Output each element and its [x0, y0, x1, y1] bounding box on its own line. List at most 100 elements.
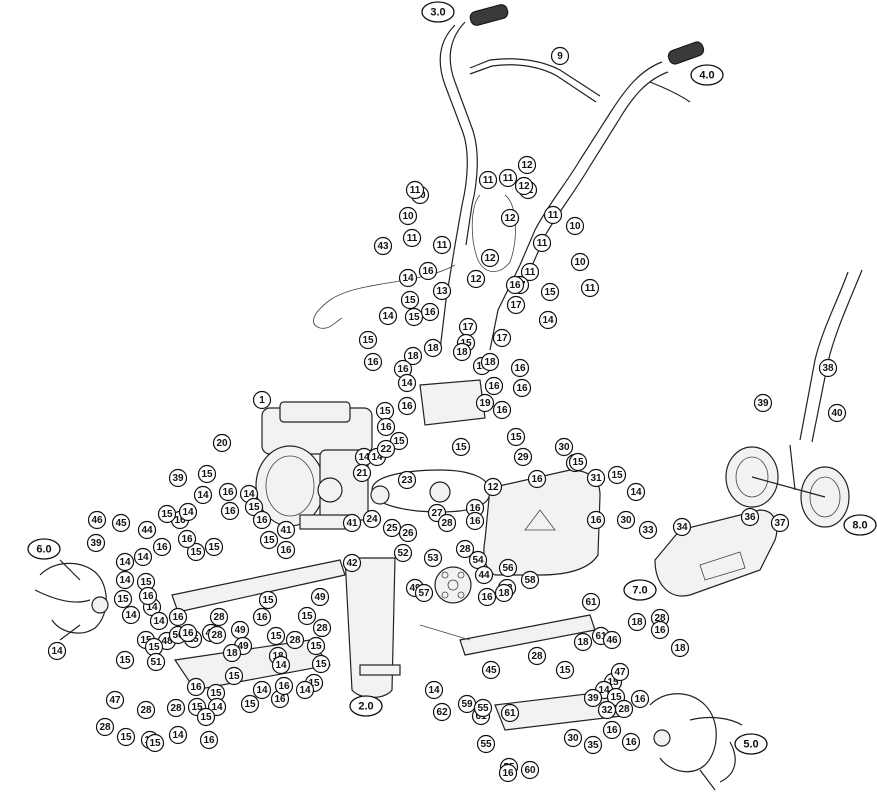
part-callout: 16	[186, 677, 206, 697]
part-callout-number: 39	[90, 538, 102, 549]
part-callout-number: 16	[182, 628, 194, 639]
assembly-label-a80: 8.0	[843, 514, 877, 536]
part-callout: 11	[532, 233, 552, 253]
part-callout-number: 15	[190, 547, 202, 558]
part-callout-number: 18	[498, 588, 510, 599]
part-callout-number: 14	[211, 702, 223, 713]
part-callout: 15	[115, 650, 135, 670]
part-callout: 61	[500, 703, 520, 723]
part-callout-number: 52	[397, 548, 409, 559]
part-callout: 16	[650, 620, 670, 640]
part-callout: 34	[672, 517, 692, 537]
part-callout-number: 14	[51, 646, 63, 657]
part-callout: 15	[224, 666, 244, 686]
part-callout: 26	[398, 523, 418, 543]
assembly-label-text: 3.0	[430, 7, 445, 19]
part-callout: 16	[177, 529, 197, 549]
part-callout-number: 28	[99, 722, 111, 733]
part-callout: 14	[295, 680, 315, 700]
part-callout: 39	[583, 688, 603, 708]
part-callout-number: 11	[407, 233, 418, 244]
part-callout: 28	[95, 717, 115, 737]
part-callout: 16	[602, 720, 622, 740]
part-callout: 17	[506, 295, 526, 315]
part-callout-number: 16	[625, 737, 637, 748]
part-callout-number: 15	[610, 692, 622, 703]
assembly-label-a30: 3.0	[421, 1, 455, 23]
part-callout: 28	[614, 699, 634, 719]
part-callout-number: 16	[481, 592, 493, 603]
part-callout: 16	[498, 763, 518, 783]
part-callout-number: 15	[393, 436, 405, 447]
part-callout-number: 10	[569, 221, 581, 232]
part-callout-number: 27	[431, 508, 443, 519]
part-callout: 57	[414, 583, 434, 603]
part-callout-number: 14	[243, 489, 255, 500]
part-callout-number: 33	[642, 525, 654, 536]
part-callout: 17	[458, 317, 478, 337]
part-callout-number: 28	[170, 703, 182, 714]
part-callout-number: 15	[201, 469, 213, 480]
part-callout-number: 26	[402, 528, 414, 539]
part-callout: 28	[207, 625, 227, 645]
part-callout-number: 11	[537, 238, 548, 249]
part-callout-number: 23	[401, 475, 413, 486]
part-callout-number: 15	[210, 688, 222, 699]
part-callout-number: 14	[598, 685, 610, 696]
part-callout: 44	[137, 520, 157, 540]
part-callout: 46	[87, 510, 107, 530]
part-callout-number: 16	[590, 515, 602, 526]
part-callout-number: 16	[509, 280, 521, 291]
part-callout-number: 13	[436, 286, 448, 297]
part-callout: 16	[505, 275, 525, 295]
part-callout-number: 46	[91, 515, 103, 526]
part-callout-number: 11	[410, 185, 421, 196]
part-callout-number: 12	[470, 274, 482, 285]
assembly-label-a50: 5.0	[734, 733, 768, 755]
part-callout-number: 15	[244, 699, 256, 710]
part-callout-number: 12	[484, 253, 496, 264]
wheel-assembly-art	[654, 269, 863, 597]
part-callout: 49	[310, 587, 330, 607]
part-callout-number: 60	[524, 765, 536, 776]
part-callout: 28	[455, 539, 475, 559]
part-callout-number: 58	[524, 575, 536, 586]
part-callout: 55	[473, 698, 493, 718]
part-callout: 11	[543, 205, 563, 225]
part-callout: 49	[230, 620, 250, 640]
part-callout-number: 14	[542, 315, 554, 326]
part-callout: 15	[297, 606, 317, 626]
part-callout: 16	[276, 540, 296, 560]
part-callout-number: 15	[200, 712, 212, 723]
part-callout-number: 15	[120, 732, 132, 743]
part-callout-number: 16	[280, 545, 292, 556]
part-callout: 45	[111, 513, 131, 533]
part-callout-number: 61	[585, 597, 597, 608]
part-callout-number: 16	[380, 422, 392, 433]
part-callout: 15	[157, 504, 177, 524]
part-callout: 15	[311, 654, 331, 674]
part-callout-number: 18	[427, 343, 439, 354]
part-callout-number: 42	[346, 558, 358, 569]
part-callout: 14	[47, 641, 67, 661]
part-callout: 14	[178, 502, 198, 522]
part-callout-number: 57	[418, 588, 430, 599]
part-callout: 41	[276, 520, 296, 540]
part-callout-number: 15	[148, 642, 160, 653]
part-callout: 15	[240, 694, 260, 714]
part-callout-number: 30	[620, 515, 632, 526]
part-callout: 15	[540, 282, 560, 302]
part-callout-number: 53	[427, 553, 439, 564]
part-callout: 17	[492, 328, 512, 348]
part-callout-number: 14	[256, 685, 268, 696]
part-callout-number: 18	[577, 637, 589, 648]
part-callout: 16	[363, 352, 383, 372]
part-callout-number: 15	[161, 509, 173, 520]
assembly-label-text: 5.0	[743, 739, 758, 751]
part-callout-number: 9	[557, 51, 563, 62]
part-callout-number: 15	[228, 671, 240, 682]
assembly-label-a60: 6.0	[27, 538, 61, 560]
part-callout: 55	[476, 734, 496, 754]
part-callout: 54	[468, 550, 488, 570]
